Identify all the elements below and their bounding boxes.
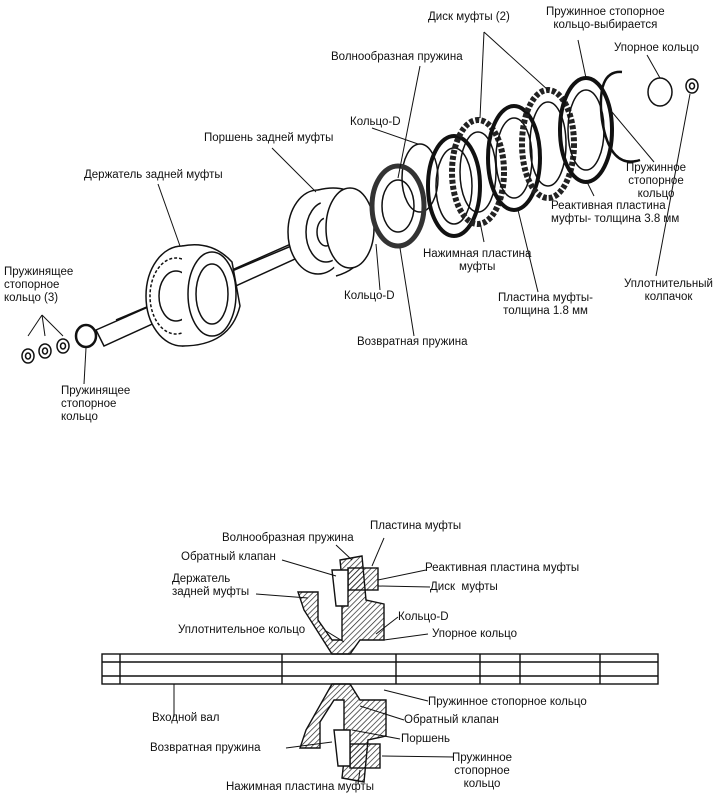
section-leader-lines — [173, 537, 455, 785]
label-d-ring-bottom: Кольцо-D — [344, 290, 395, 302]
label-s-check-valve-top: Обратный клапан — [181, 551, 276, 563]
label-snap-ring-right: Пружинное стопорное кольцо — [626, 162, 687, 200]
piston-part — [287, 187, 375, 277]
label-wave-spring: Волнообразная пружина — [331, 51, 463, 63]
label-s-input-shaft: Входной вал — [152, 712, 220, 724]
lower-clutch-pack-section — [349, 743, 381, 769]
lower-piston-section — [333, 729, 351, 767]
label-s-reaction-plate: Реактивная пластина муфты — [425, 562, 580, 574]
snap-ring-right-part — [599, 70, 641, 163]
label-return-spring: Возвратная пружина — [357, 336, 468, 348]
rear-clutch-retainer-part — [145, 244, 241, 347]
label-thrust-ring: Упорное кольцо — [614, 42, 700, 54]
label-clutch-plate-thickness: Пластина муфты- толщина 1.8 мм — [498, 292, 593, 317]
label-s-wave-spring: Волнообразная пружина — [222, 532, 354, 544]
small-snap-rings-part — [21, 323, 98, 364]
label-s-snap-ring-mid: Пружинное стопорное кольцо — [428, 696, 587, 708]
label-s-clutch-disc: Диск муфты — [430, 581, 498, 593]
label-d-ring-top: Кольцо-D — [350, 116, 401, 128]
label-s-check-valve-bottom: Обратный клапан — [404, 714, 499, 726]
upper-piston-section — [331, 569, 349, 607]
label-s-return-spring: Возвратная пружина — [150, 742, 261, 754]
section-view — [101, 555, 659, 783]
label-s-snap-ring-bottom: Пружинное стопорное кольцо — [452, 752, 513, 790]
label-rear-clutch-piston: Поршень задней муфты — [204, 132, 334, 144]
label-s-rear-clutch-retainer: Держатель задней муфты — [172, 573, 250, 598]
label-s-piston: Поршень — [401, 733, 451, 745]
seal-cap-part — [685, 78, 699, 94]
label-seal-cap: Уплотнительный колпачок — [624, 278, 713, 303]
label-snap-ring-selectable: Пружинное стопорное кольцо-выбирается — [546, 6, 665, 31]
return-spring-part — [369, 163, 427, 249]
label-reaction-plate: Реактивная пластина муфты- толщина 3.8 м… — [551, 200, 680, 225]
label-rear-clutch-retainer: Держатель задней муфты — [84, 169, 223, 181]
thrust-ring-part — [647, 77, 673, 107]
label-s-pressure-plate: Нажимная пластина муфты — [226, 781, 375, 793]
label-clutch-disc: Диск муфты (2) — [428, 11, 510, 23]
label-snap-rings-3: Пружинящее стопорное кольцо (3) — [4, 266, 74, 304]
label-s-seal-ring: Уплотнительное кольцо — [178, 624, 306, 636]
exploded-view — [21, 70, 699, 364]
label-s-thrust-ring: Упорное кольцо — [432, 628, 518, 640]
label-snap-ring-left: Пружинящее стопорное кольцо — [61, 385, 131, 423]
label-s-d-ring: Кольцо-D — [398, 611, 449, 623]
exploded-leader-lines — [27, 31, 691, 385]
upper-clutch-pack-section — [347, 567, 379, 591]
label-pressure-plate: Нажимная пластина муфты — [423, 248, 532, 273]
input-shaft-part — [101, 653, 659, 685]
d-ring-part — [401, 143, 439, 213]
label-s-clutch-plate: Пластина муфты — [370, 520, 462, 532]
